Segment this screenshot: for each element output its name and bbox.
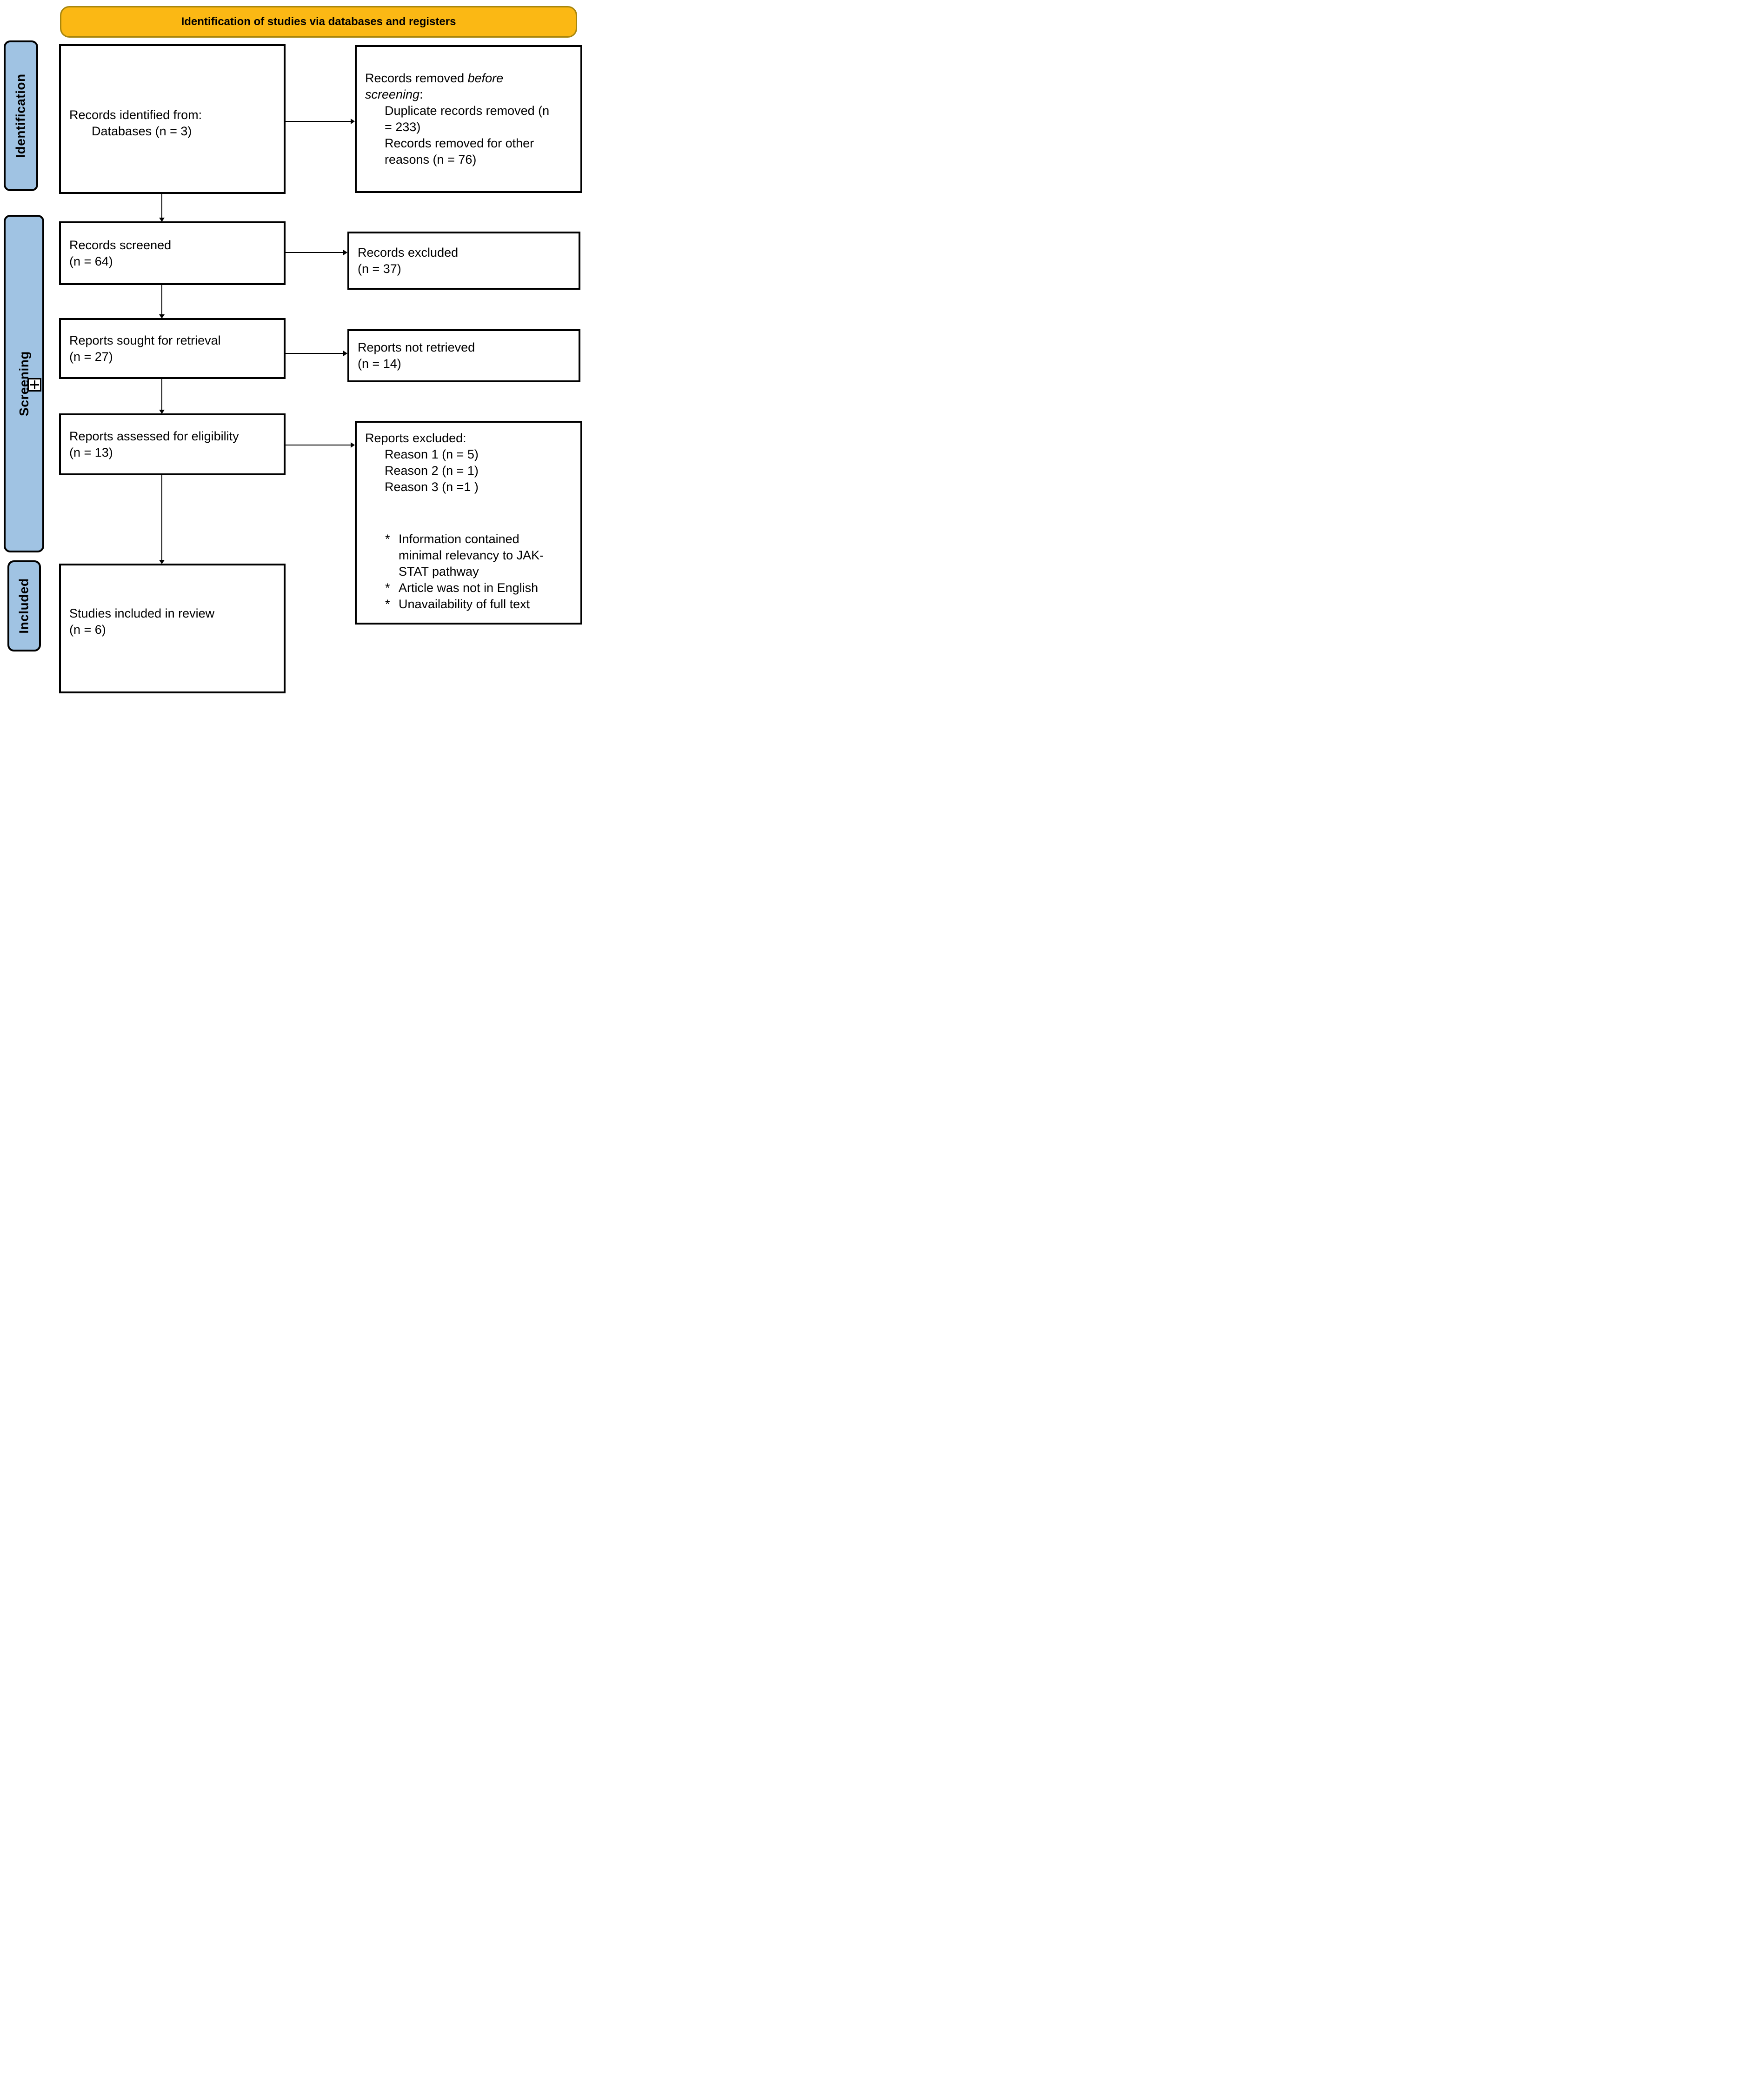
arrow-down-icon xyxy=(159,560,165,564)
reports-excluded-header: Reports excluded: xyxy=(365,431,466,445)
arrow-sought-to-not-retrieved xyxy=(286,351,347,356)
asterisk-icon: * xyxy=(385,581,390,595)
reports-not-retrieved-line1: Reports not retrieved xyxy=(358,340,475,354)
box-reports-assessed: Reports assessed for eligibility (n = 13… xyxy=(59,413,286,475)
reports-sought-line1: Reports sought for retrieval xyxy=(69,333,221,347)
footnote-2: * Article was not in English xyxy=(385,580,575,596)
records-screened-line2: (n = 64) xyxy=(69,254,113,268)
records-identified-line1: Records identified from: xyxy=(69,108,202,122)
records-removed-line1: Records removed before xyxy=(365,71,504,85)
arrow-identified-to-screened xyxy=(159,194,165,222)
arrow-right-icon xyxy=(351,119,355,124)
studies-included-line1: Studies included in review xyxy=(69,606,215,620)
box-records-excluded: Records excluded (n = 37) xyxy=(347,232,580,290)
reports-sought-line2: (n = 27) xyxy=(69,349,113,364)
plus-box-vertical-bar xyxy=(33,380,35,389)
duplicates-removed-line1: Duplicate records removed (n xyxy=(385,104,550,118)
reports-assessed-line1: Reports assessed for eligibility xyxy=(69,429,239,443)
footnote-2-text: Article was not in English xyxy=(399,581,539,595)
arrow-screened-to-sought xyxy=(159,285,165,319)
box-reports-sought: Reports sought for retrieval (n = 27) xyxy=(59,318,286,379)
arrow-down-icon xyxy=(159,218,165,222)
footnote-1-line2: minimal relevancy to JAK- xyxy=(399,548,544,562)
arrow-assessed-to-included xyxy=(159,475,165,564)
duplicates-removed-line2: = 233) xyxy=(385,120,421,134)
studies-included-line2: (n = 6) xyxy=(69,622,106,637)
other-reasons-line1: Records removed for other xyxy=(385,136,534,150)
records-excluded-line2: (n = 37) xyxy=(358,261,401,276)
arrow-right-icon xyxy=(351,442,355,448)
records-identified-line2: Databases (n = 3) xyxy=(92,124,192,138)
asterisk-icon: * xyxy=(385,532,390,546)
banner-title-bar: Identification of studies via databases … xyxy=(60,6,577,38)
arrow-identified-to-removed xyxy=(286,119,355,124)
reports-excluded-reason-2: Reason 2 (n = 1) xyxy=(385,464,479,478)
rail-identification-label: Identification xyxy=(13,73,28,158)
footnote-1-line3: STAT pathway xyxy=(399,565,479,578)
arrow-down-icon xyxy=(159,410,165,414)
footnote-3-text: Unavailability of full text xyxy=(399,597,530,611)
arrow-right-icon xyxy=(343,351,347,356)
arrow-screened-to-excluded xyxy=(286,250,347,255)
other-reasons-line2: reasons (n = 76) xyxy=(385,153,477,166)
reports-excluded-gap xyxy=(365,495,575,531)
rail-included-label: Included xyxy=(17,578,31,634)
records-screened-line1: Records screened xyxy=(69,238,172,252)
banner-title-text: Identification of studies via databases … xyxy=(181,15,456,28)
arrow-down-icon xyxy=(159,314,165,319)
reports-excluded-reason-1: Reason 1 (n = 5) xyxy=(385,447,479,461)
reports-not-retrieved-line2: (n = 14) xyxy=(358,357,401,371)
footnote-1-line1: Information contained xyxy=(399,532,519,546)
box-records-screened: Records screened (n = 64) xyxy=(59,221,286,285)
box-reports-not-retrieved: Reports not retrieved (n = 14) xyxy=(347,329,580,382)
plus-box-icon xyxy=(27,378,41,392)
box-reports-excluded: Reports excluded: Reason 1 (n = 5) Reaso… xyxy=(355,421,582,625)
footnote-3: * Unavailability of full text xyxy=(385,596,575,612)
arrow-right-icon xyxy=(343,250,347,255)
prisma-flow-diagram: Identification of studies via databases … xyxy=(0,0,588,696)
records-removed-line2: screening: xyxy=(365,87,423,101)
box-records-removed: Records removed before screening: Duplic… xyxy=(355,45,582,193)
box-studies-included: Studies included in review (n = 6) xyxy=(59,564,286,693)
box-records-identified: Records identified from: Databases (n = … xyxy=(59,44,286,194)
reports-assessed-line2: (n = 13) xyxy=(69,445,113,459)
reports-excluded-reason-3: Reason 3 (n =1 ) xyxy=(385,480,479,494)
rail-identification: Identification xyxy=(4,40,38,191)
asterisk-icon: * xyxy=(385,597,390,611)
arrow-sought-to-assessed xyxy=(159,379,165,414)
footnote-1: * Information contained minimal relevanc… xyxy=(385,531,575,580)
records-excluded-line1: Records excluded xyxy=(358,245,459,259)
rail-included: Included xyxy=(7,560,41,651)
